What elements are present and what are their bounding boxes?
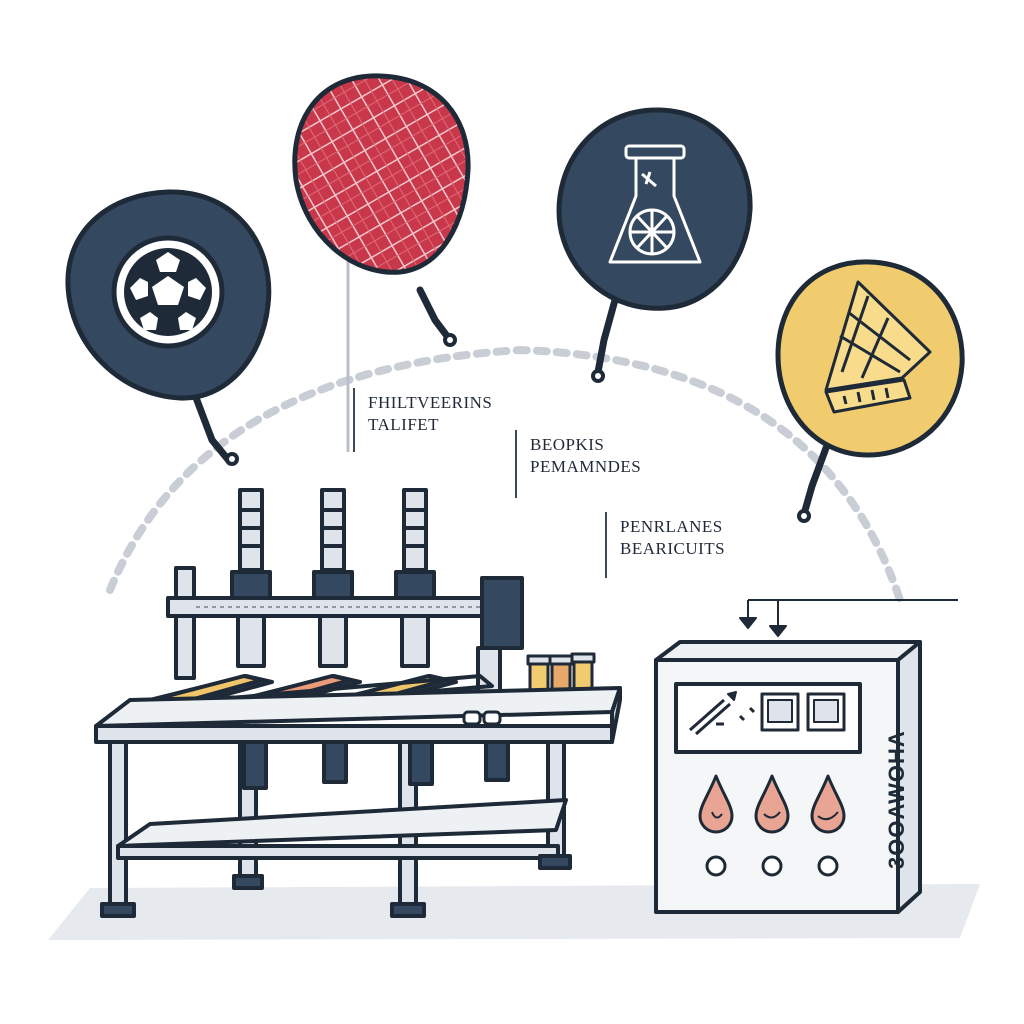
process-label-1: FHILTVEERINS TALIFET	[368, 392, 492, 436]
process-label-2-line2: PEMAMNDES	[530, 457, 642, 476]
process-label-3-line2: BEARICUITS	[620, 539, 726, 558]
cabinet-indicator-lights	[705, 855, 839, 877]
process-label-1-line1: FHILTVEERINS	[368, 393, 493, 412]
process-label-2: BEOPKIS PEMAMNDES	[530, 434, 641, 478]
paddle-soccer	[65, 189, 272, 466]
paddle-waffle	[775, 259, 965, 523]
waffle-panel-icon	[824, 280, 932, 414]
cabinet-side-text: 3OOAWOHA	[884, 730, 909, 870]
cabinet-screen-panel	[674, 682, 862, 754]
process-label-3-line1: PENRLANES	[620, 517, 723, 536]
press-cylinder-2	[312, 488, 354, 668]
dashed-arc	[106, 345, 904, 604]
goggles-icon	[462, 710, 502, 726]
control-cabinet	[654, 599, 958, 914]
process-label-2-line1: BEOPKIS	[530, 435, 605, 454]
soccer-ball-icon	[111, 235, 225, 349]
sample-jars	[526, 652, 596, 694]
lab-flask-icon	[608, 144, 702, 264]
paddle-flask	[556, 107, 753, 383]
process-label-3: PENRLANES BEARICUITS	[620, 516, 725, 560]
press-cylinder-3	[394, 488, 436, 668]
hydraulic-press	[94, 488, 622, 918]
press-cylinder-1	[230, 488, 272, 668]
paddle-grid	[292, 73, 471, 347]
process-label-1-line2: TALIFET	[368, 415, 440, 434]
resin-drops	[698, 774, 846, 834]
